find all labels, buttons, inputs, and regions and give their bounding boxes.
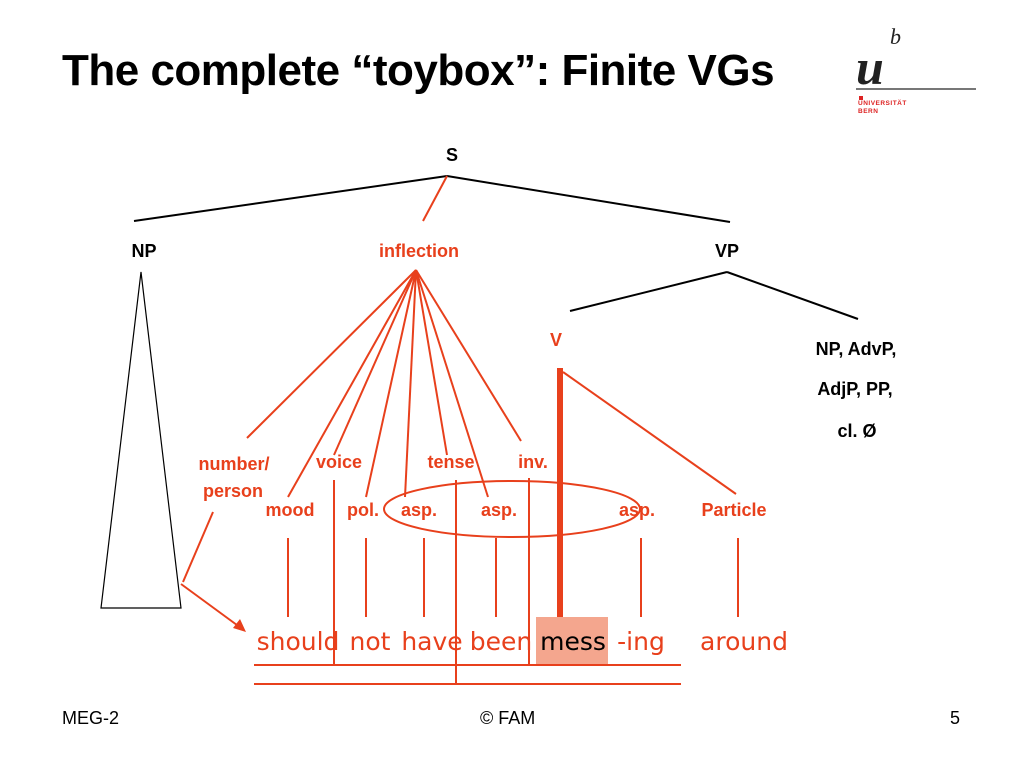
aspect-ellipse [383, 480, 641, 538]
arrow-number-person-shaft [182, 511, 214, 583]
node-particle: Particle [701, 500, 766, 520]
footer-center: © FAM [480, 708, 536, 728]
node-asp-2: asp. [481, 500, 517, 520]
node-voice: voice [316, 452, 362, 472]
mess-highlight [536, 617, 608, 664]
word-have: have [401, 627, 462, 656]
arrow-triangle-shaft [180, 583, 242, 629]
complement-line-2: AdjP, PP, [817, 379, 892, 399]
word-mess: mess [540, 627, 606, 656]
branch-s-inflection [422, 175, 448, 222]
logo-dot [859, 96, 863, 100]
complement-line-3: cl. Ø [837, 421, 876, 441]
v-particle-branch [562, 371, 737, 495]
fan-inv [415, 269, 522, 442]
slide-number: 5 [950, 708, 961, 728]
logo-university-name: UNIVERSITÄT BERN [858, 100, 928, 116]
branch-vp-v [569, 271, 728, 312]
word-been: been [470, 627, 532, 656]
node-np: NP [131, 241, 156, 261]
node-vp: VP [715, 241, 739, 261]
word-should: should [257, 627, 340, 656]
node-number-person-line-1: number/ [198, 454, 269, 474]
word-ing: -ing [617, 627, 665, 656]
node-inv: inv. [518, 452, 548, 472]
complement-line-1: NP, AdvP, [816, 339, 897, 359]
branch-vp-complement [726, 271, 859, 320]
node-inflection: inflection [379, 241, 459, 261]
node-asp-3: asp. [619, 500, 655, 520]
black-branches [100, 175, 859, 609]
fan-mood [287, 269, 417, 498]
node-pol: pol. [347, 500, 379, 520]
node-tense: tense [427, 452, 474, 472]
node-v: V [550, 330, 562, 350]
fan-asp1 [404, 269, 417, 498]
logo-university-line2: BERN [858, 108, 879, 115]
arrow-triangle-head [233, 619, 246, 632]
slide-title: The complete “toybox”: Finite VGs [62, 46, 775, 95]
node-number-person-line-2: person [203, 481, 263, 501]
fan-voice [333, 269, 417, 456]
university-logo: u b UNIVERSITÄT BERN [856, 24, 980, 124]
node-mood: mood [266, 500, 315, 520]
red-branches [180, 175, 739, 685]
branch-s-vp [446, 175, 731, 223]
node-asp-1: asp. [401, 500, 437, 520]
footer-left: MEG-2 [62, 708, 120, 728]
fan-pol [365, 269, 417, 498]
logo-letter: u [856, 39, 884, 95]
word-around: around [700, 627, 788, 656]
logo-university-line1: UNIVERSITÄT [858, 100, 907, 107]
node-s: S [446, 145, 458, 165]
fan-asp2 [415, 269, 489, 498]
branch-s-np [133, 175, 448, 222]
fan-tense [415, 269, 448, 456]
fan-number-person [246, 269, 417, 439]
np-triangle [100, 271, 182, 609]
logo-superscript: b [890, 24, 901, 49]
word-not: not [350, 627, 391, 656]
logo-rule [856, 88, 976, 90]
